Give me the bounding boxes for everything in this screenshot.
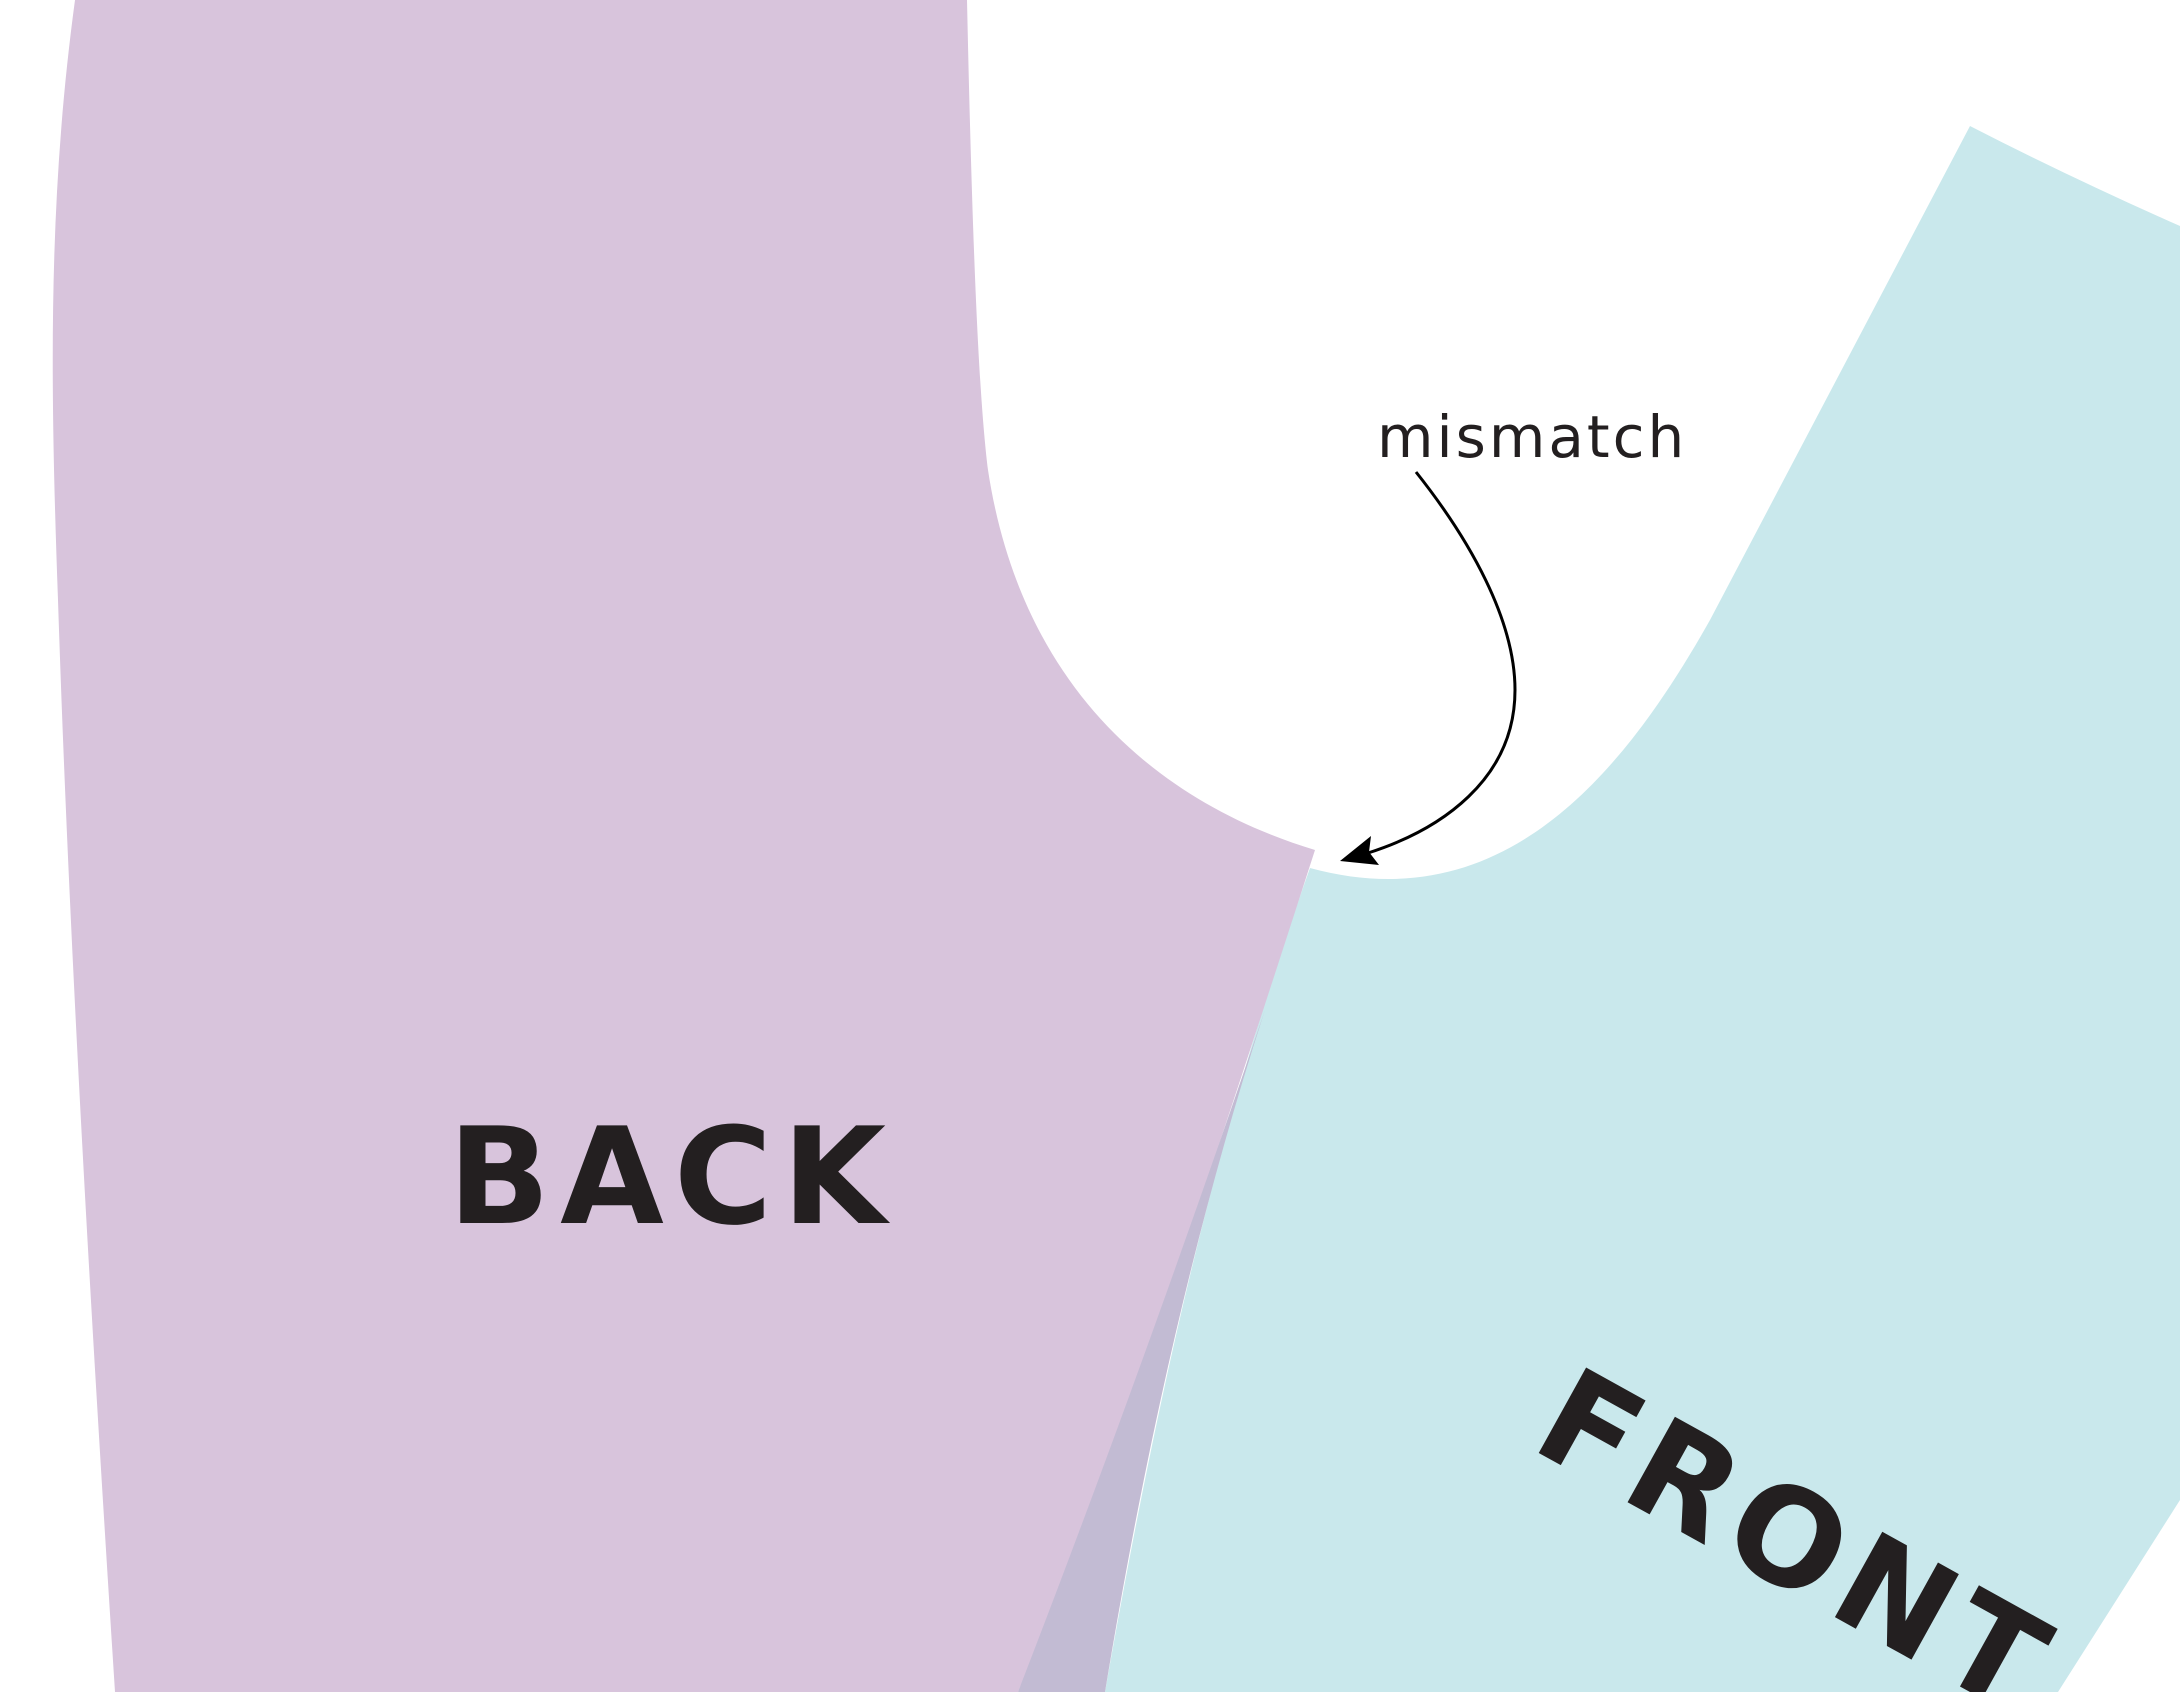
mismatch-arrowhead bbox=[1340, 836, 1379, 865]
back-pattern-piece bbox=[52, 0, 1316, 1692]
mismatch-arrow-line bbox=[1367, 471, 1517, 855]
back-label: BACK bbox=[448, 1099, 896, 1255]
mismatch-label: mismatch bbox=[1377, 403, 1687, 471]
front-pattern-piece bbox=[1105, 126, 2180, 1692]
